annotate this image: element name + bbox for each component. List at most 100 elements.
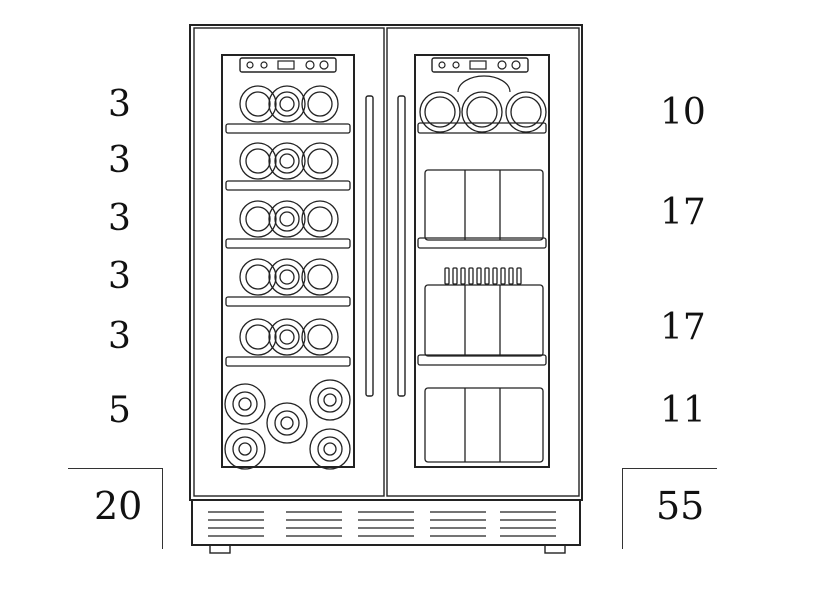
left-total: 20 — [94, 484, 143, 528]
bottle-end — [301, 200, 339, 238]
neck-strip — [444, 267, 450, 285]
shelf-rail — [225, 123, 351, 134]
shelf-rail — [225, 296, 351, 307]
bottle-end — [505, 91, 547, 133]
bottle-inner — [245, 91, 271, 117]
shelf-rail — [417, 122, 547, 134]
right-handle — [397, 95, 406, 397]
right-display-icon — [469, 60, 487, 70]
right-minus-icon — [511, 60, 521, 70]
bottle-neck — [279, 269, 295, 285]
shelf-rail — [225, 238, 351, 249]
bottle-end — [268, 85, 306, 123]
bottle-base-inner — [232, 436, 258, 462]
bottle-neck — [279, 211, 295, 227]
left-plus-icon — [305, 60, 315, 70]
bottle-base — [309, 379, 351, 421]
left-row-5-count: 3 — [108, 316, 131, 357]
neck-strip — [460, 267, 466, 285]
bottle-inner — [274, 264, 300, 290]
bottle-base-inner — [232, 391, 258, 417]
bottle-neck — [279, 329, 295, 345]
bottle-base-core — [323, 442, 337, 456]
bottle-inner — [274, 148, 300, 174]
bottle-inner — [466, 96, 498, 128]
right-plus-icon — [497, 60, 507, 70]
foot-right — [544, 544, 566, 554]
right-row-4-count: 11 — [660, 390, 706, 431]
shelf-rail — [417, 237, 547, 249]
bottle-inner — [245, 324, 271, 350]
bottle-base-core — [238, 397, 252, 411]
bottle-end — [268, 200, 306, 238]
right-row-3-count: 17 — [660, 307, 706, 348]
bottle-end — [301, 318, 339, 356]
bottle-end — [301, 258, 339, 296]
right-total: 55 — [656, 484, 705, 528]
bottle-base-core — [280, 416, 294, 430]
neck-strip — [508, 267, 514, 285]
right-control-panel — [431, 57, 529, 73]
bottle-neck — [279, 153, 295, 169]
right-row-1-count: 10 — [660, 92, 706, 133]
bottle-end — [239, 318, 277, 356]
can-pack — [424, 387, 544, 463]
neck-strip — [452, 267, 458, 285]
neck-strip — [500, 267, 506, 285]
left-row-3-count: 3 — [108, 198, 131, 239]
bottle-end — [461, 91, 503, 133]
can-pack — [424, 284, 544, 357]
left-display-icon — [277, 60, 295, 70]
can-pack — [424, 169, 544, 241]
right-knob-icon — [452, 61, 460, 69]
bottle-end — [419, 91, 461, 133]
bottle-base — [224, 428, 266, 470]
bottle-inner — [307, 324, 333, 350]
bottle-base-inner — [317, 436, 343, 462]
bottle-inner — [245, 264, 271, 290]
right-glass — [414, 54, 550, 468]
right-door — [386, 27, 580, 497]
right-row-2-count: 17 — [660, 192, 706, 233]
right-total-bracket — [622, 468, 717, 549]
neck-strip — [492, 267, 498, 285]
left-row-1-count: 3 — [108, 84, 131, 125]
bottle-inner — [307, 91, 333, 117]
bottle-base — [266, 402, 308, 444]
left-glass — [221, 54, 355, 468]
left-minus-icon — [319, 60, 329, 70]
left-row-6-count: 5 — [108, 390, 131, 431]
bottle-end — [301, 85, 339, 123]
bottle-base-inner — [274, 410, 300, 436]
right-knob-icon — [438, 61, 446, 69]
fan-icon — [457, 75, 511, 93]
shelf-rail — [417, 354, 547, 366]
bottle-neck — [279, 96, 295, 112]
bottle-end — [268, 142, 306, 180]
bottle-inner — [510, 96, 542, 128]
bottle-end — [301, 142, 339, 180]
left-door — [193, 27, 385, 497]
neck-strip — [468, 267, 474, 285]
bottle-end — [239, 142, 277, 180]
bottle-end — [239, 85, 277, 123]
foot-left — [209, 544, 231, 554]
bottle-base — [309, 428, 351, 470]
base-panel — [191, 499, 581, 546]
left-row-2-count: 3 — [108, 140, 131, 181]
bottle-base-core — [238, 442, 252, 456]
left-control-panel — [239, 57, 337, 73]
left-knob-icon — [246, 61, 254, 69]
left-row-4-count: 3 — [108, 256, 131, 297]
bottle-inner — [424, 96, 456, 128]
bottle-base — [224, 383, 266, 425]
bottle-end — [268, 258, 306, 296]
bottle-inner — [245, 148, 271, 174]
neck-strip — [484, 267, 490, 285]
bottle-inner — [274, 206, 300, 232]
bottle-end — [239, 200, 277, 238]
neck-strip — [516, 267, 522, 285]
bottle-base-core — [323, 393, 337, 407]
shelf-rail — [225, 356, 351, 367]
left-total-bracket — [68, 468, 163, 549]
